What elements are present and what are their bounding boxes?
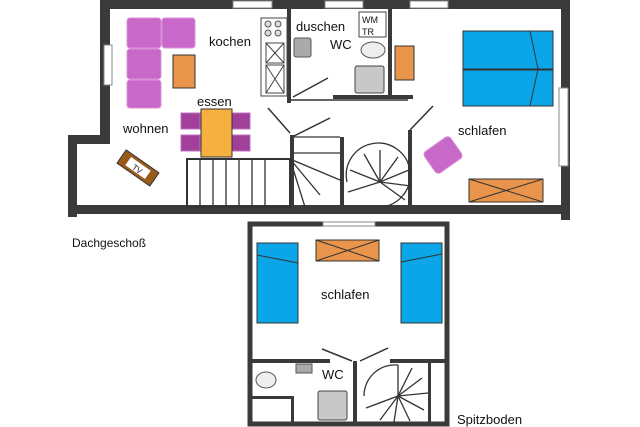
shower: [354, 65, 385, 94]
wall-stair-top: [390, 359, 446, 363]
dachgeschoss-plan: TV kochen duschen WC WM TR essen wohnen …: [68, 0, 570, 250]
window: [322, 221, 376, 227]
wall-bottom: [68, 205, 570, 214]
door-bath: [292, 77, 329, 98]
dresser: [468, 178, 544, 203]
bed-left: [256, 242, 299, 324]
spitzboden-plan: schlafen WC Spitzboden: [247, 221, 522, 427]
room-label-wohnen: wohnen: [122, 121, 169, 136]
armchair: [423, 136, 463, 174]
wall-bath-right: [388, 9, 392, 97]
toilet: [255, 371, 277, 389]
door-stair: [359, 347, 389, 362]
wall-stair-mid: [340, 137, 344, 207]
shower: [317, 390, 348, 421]
dresser: [315, 239, 380, 262]
label-wm: WM: [362, 15, 378, 25]
sink: [295, 363, 313, 374]
tv-stand: TV: [116, 149, 160, 187]
room-label-wc: WC: [322, 367, 344, 382]
floor-title-spitzboden: Spitzboden: [457, 412, 522, 427]
toilet: [360, 41, 386, 59]
wall-closet: [252, 396, 292, 399]
wall-wc-stair: [353, 361, 357, 423]
room-label-duschen: duschen: [296, 19, 345, 34]
room-label-kochen: kochen: [209, 34, 251, 49]
room-label-schlafen: schlafen: [321, 287, 369, 302]
sofa: [126, 17, 196, 109]
wall-step: [68, 135, 110, 144]
cabinet: [394, 45, 415, 81]
window: [409, 0, 449, 9]
room-label-schlafen: schlafen: [458, 123, 506, 138]
room-label-wc: WC: [330, 37, 352, 52]
wall-stair-left: [290, 135, 294, 208]
spiral-staircase: [363, 364, 429, 423]
wall-left-lower: [68, 135, 77, 217]
window: [558, 87, 569, 167]
wall-closet-side: [291, 396, 294, 423]
dining-table: [180, 108, 251, 158]
wall-kitchen-bath: [287, 9, 291, 103]
window: [232, 0, 273, 9]
double-bed: [462, 30, 554, 107]
kitchen-counter: [260, 17, 288, 97]
door-stair: [293, 117, 331, 137]
side-table: [172, 54, 196, 89]
window: [324, 0, 364, 9]
wall-wc-top-left: [252, 359, 330, 363]
spiral-staircase: [345, 142, 412, 208]
washer-dryer: [358, 11, 387, 38]
label-tr: TR: [362, 27, 374, 37]
floor-title-dachgeschoss: Dachgeschoß: [72, 236, 146, 250]
door-wc: [321, 348, 353, 362]
door-living: [267, 107, 291, 134]
room-label-essen: essen: [197, 94, 232, 109]
bed-right: [400, 242, 443, 324]
door-bedroom: [409, 105, 434, 131]
wall-bath-bottom: [333, 95, 413, 99]
window: [103, 44, 113, 86]
staircase: [186, 136, 341, 208]
wall-stair-right: [428, 361, 431, 423]
sink: [293, 37, 312, 58]
